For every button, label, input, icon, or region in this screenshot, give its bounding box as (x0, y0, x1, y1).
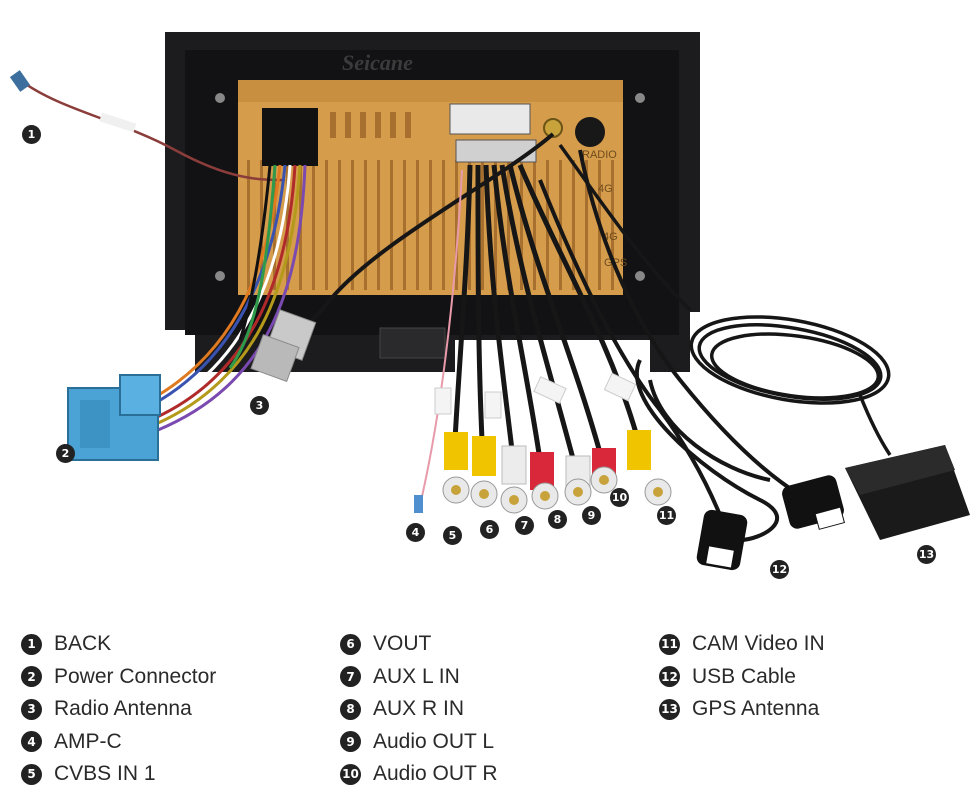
legend-label: CVBS IN 1 (54, 762, 156, 786)
legend-column-2: 6 VOUT 7 AUX L IN 8 AUX R IN 9 Audio OUT… (340, 628, 498, 791)
legend-number: 9 (340, 731, 361, 753)
legend-label: BACK (54, 632, 112, 656)
legend-item: 10 Audio OUT R (340, 758, 498, 791)
legend-number: 6 (340, 633, 361, 655)
amp-c-wire (419, 169, 463, 506)
aux-socket (449, 103, 531, 135)
legend-number: 8 (340, 698, 361, 720)
rca-plug-aux-l-in (500, 445, 528, 514)
legend-item: 2 Power Connector (21, 661, 216, 694)
gps-antenna-puck (845, 445, 970, 540)
usb-plug-1 (696, 509, 748, 571)
rca-plug-audio-out-r (590, 448, 618, 494)
legend-item: 12 USB Cable (659, 661, 825, 694)
legend-number: 11 (659, 633, 680, 655)
frame-screw (635, 93, 645, 103)
usb-grommet (575, 117, 605, 147)
chassis-top (238, 80, 623, 102)
amp-c-tip (414, 495, 423, 513)
legend-label: USB Cable (692, 664, 796, 688)
callout-marker-4: 4 (406, 523, 425, 542)
legend-label: Radio Antenna (54, 697, 192, 721)
usb-plug-2 (782, 475, 846, 530)
legend-item: 6 VOUT (340, 628, 498, 661)
gps-cable-coil (558, 143, 892, 456)
legend-column-1: 1 BACK 2 Power Connector 3 Radio Antenna… (21, 628, 216, 791)
wiring-diagram: Seicane RADIO 4G 4G GPS (9, 32, 970, 579)
back-wire-tip (9, 70, 31, 92)
callout-marker-3: 3 (250, 396, 269, 415)
legend-item: 8 AUX R IN (340, 693, 498, 726)
legend-label: Power Connector (54, 664, 217, 688)
callout-marker-2: 2 (56, 444, 75, 463)
legend-item: 4 AMP-C (21, 726, 216, 759)
legend-item: 13 GPS Antenna (659, 693, 825, 726)
callout-marker-6: 6 (480, 520, 499, 539)
power-connector (67, 374, 161, 461)
legend-item: 1 BACK (21, 628, 216, 661)
legend-number: 2 (21, 666, 42, 688)
legend-label: AMP-C (54, 729, 122, 753)
rca-plug-audio-out-l (564, 455, 592, 506)
legend-item: 3 Radio Antenna (21, 693, 216, 726)
antenna-plug-2 (250, 333, 300, 383)
callout-marker-9: 9 (582, 506, 601, 525)
callout-marker-7: 7 (515, 516, 534, 535)
back-wire (19, 78, 286, 182)
legend-number: 4 (21, 731, 42, 753)
legend-label: Audio OUT R (373, 762, 498, 786)
label-4g-top: 4G (598, 183, 613, 195)
legend-number: 10 (340, 763, 361, 785)
rca-cables (452, 164, 641, 471)
legend-number: 1 (21, 633, 42, 655)
wiring-illustration: Seicane RADIO 4G 4G GPS (9, 32, 970, 571)
legend-number: 12 (659, 666, 680, 688)
legend-label: AUX R IN (373, 697, 465, 721)
callout-marker-8: 8 (548, 510, 567, 529)
callout-marker-10: 10 (610, 488, 629, 507)
legend-label: GPS Antenna (692, 697, 820, 721)
power-harness-wires (149, 164, 307, 432)
usb-cable (538, 149, 802, 542)
brand-logo: Seicane (342, 50, 413, 75)
frame-screw (215, 271, 225, 281)
legend-label: VOUT (373, 632, 432, 656)
legend: 1 BACK 2 Power Connector 3 Radio Antenna… (0, 628, 980, 798)
callout-marker-12: 12 (770, 560, 789, 579)
legend-label: CAM Video IN (692, 632, 825, 656)
rca-socket (455, 139, 537, 163)
frame-slot (379, 327, 446, 359)
rca-plug-vout (470, 436, 498, 508)
rca-tags (434, 372, 637, 419)
label-radio: RADIO (582, 149, 617, 161)
legend-item: 7 AUX L IN (340, 661, 498, 694)
callout-marker-1: 1 (22, 125, 41, 144)
callout-marker-13: 13 (917, 545, 936, 564)
legend-item: 5 CVBS IN 1 (21, 758, 216, 791)
legend-item: 11 CAM Video IN (659, 628, 825, 661)
legend-item: 9 Audio OUT L (340, 726, 498, 759)
radio-antenna-cable (328, 132, 555, 302)
legend-label: AUX L IN (373, 664, 460, 688)
rca-plug-cam-video-in (627, 430, 672, 506)
radio-antenna-socket (543, 118, 563, 138)
callout-marker-5: 5 (443, 526, 462, 545)
legend-number: 3 (21, 698, 42, 720)
legend-label: Audio OUT L (373, 729, 495, 753)
rca-plug-cvbs-in-1 (442, 432, 470, 504)
vent-holes (330, 112, 411, 138)
callout-marker-11: 11 (657, 506, 676, 525)
frame-screw (635, 271, 645, 281)
legend-number: 5 (21, 763, 42, 785)
main-harness-socket (262, 108, 318, 166)
back-wire-tag (99, 112, 137, 133)
rca-plug-aux-r-in (530, 452, 559, 510)
frame-screw (215, 93, 225, 103)
legend-column-3: 11 CAM Video IN 12 USB Cable 13 GPS Ante… (659, 628, 825, 726)
legend-number: 7 (340, 666, 361, 688)
heatsink-fins (238, 160, 623, 290)
legend-number: 13 (659, 698, 680, 720)
